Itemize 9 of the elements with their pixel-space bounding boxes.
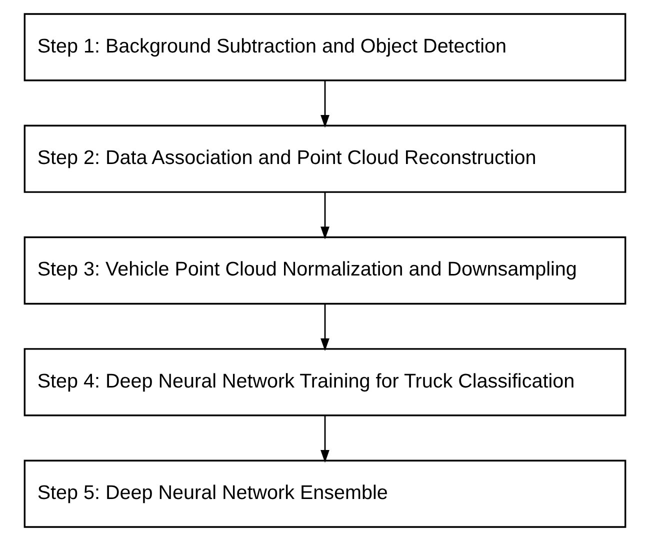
arrow xyxy=(320,192,330,240)
node-box: Step 5: Deep Neural Network Ensemble xyxy=(24,460,626,528)
arrow xyxy=(320,416,330,463)
arrow xyxy=(320,80,330,128)
node-box: Step 3: Vehicle Point Cloud Normalization and Downsampling xyxy=(24,236,626,305)
node-box: Step 1: Background Subtraction and Object Detection xyxy=(24,13,626,82)
node-box: Step 4: Deep Neural Network Training for Truck Classification xyxy=(24,348,626,416)
arrow xyxy=(320,304,330,352)
node-box: Step 2: Data Association and Point Cloud Reconstruction xyxy=(24,124,626,193)
